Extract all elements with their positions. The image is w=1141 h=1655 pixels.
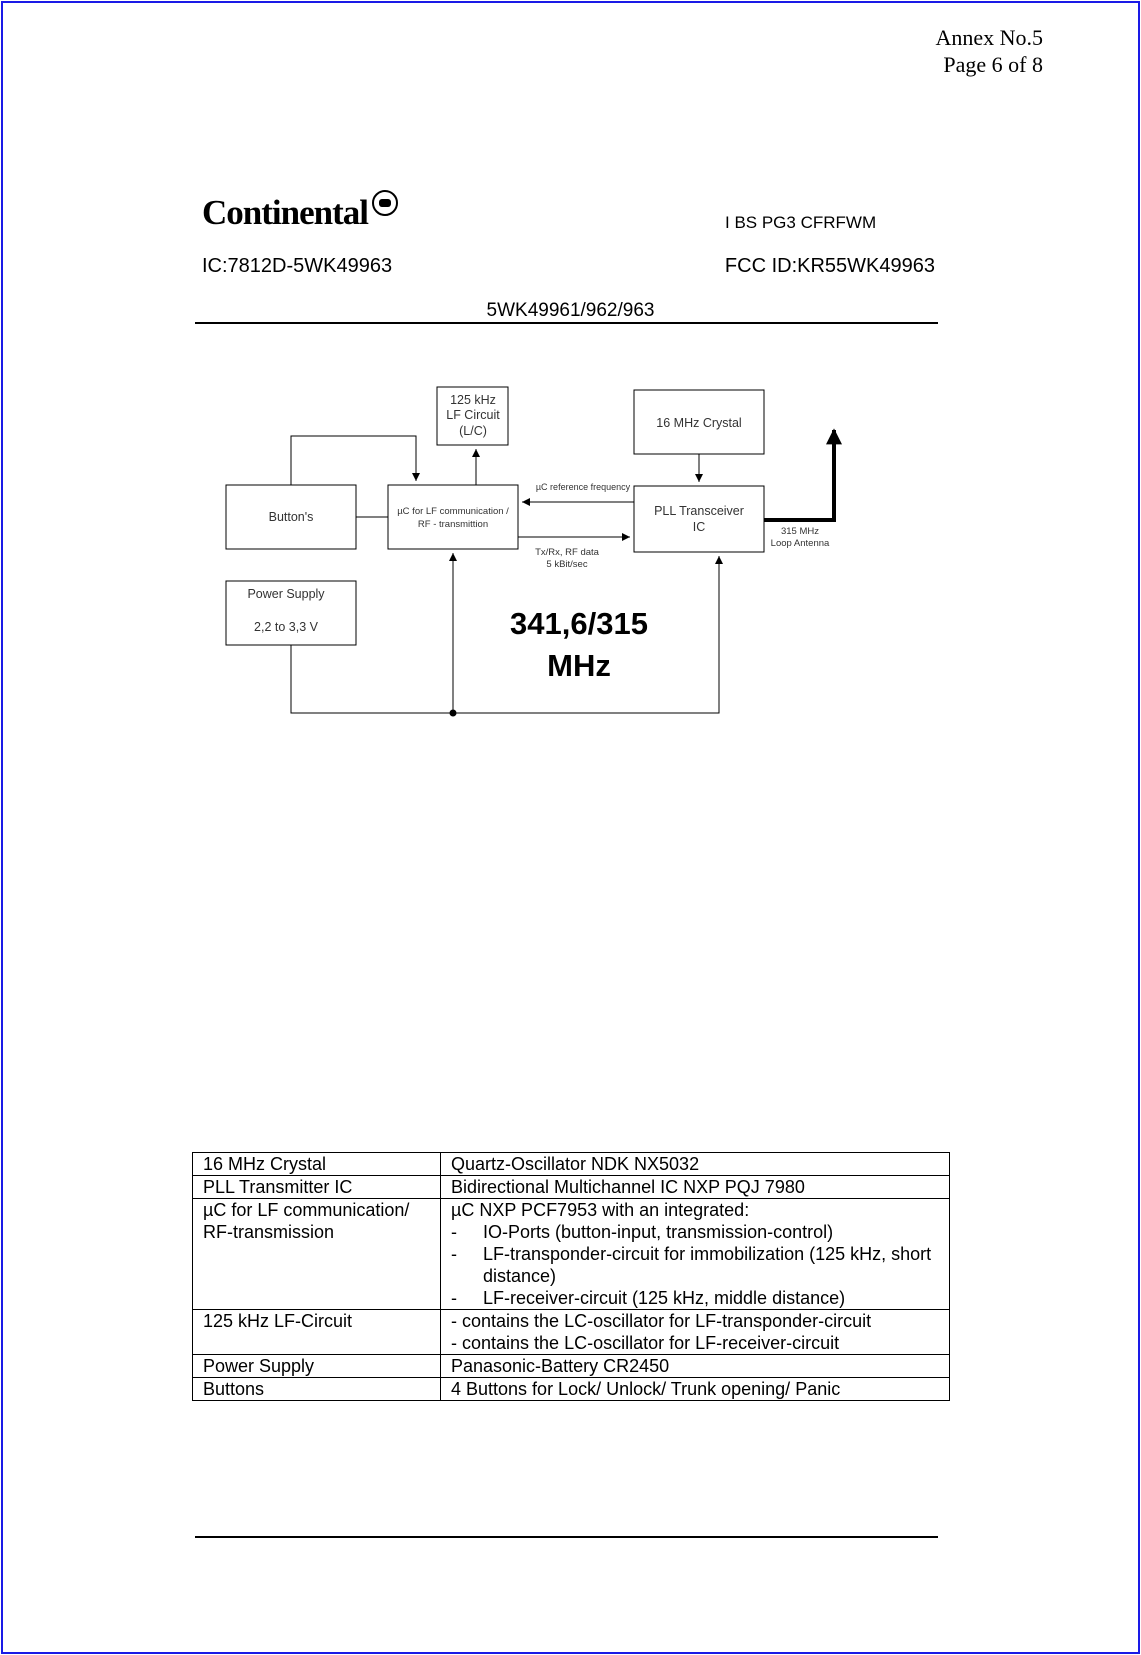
- antenna-label-1: 315 MHz: [781, 526, 819, 537]
- description-cell: µC NXP PCF7953 with an integrated: -IO-P…: [440, 1198, 950, 1310]
- annex-label: Annex No.5 Page 6 of 8: [935, 24, 1043, 78]
- list-item: -LF-transponder-circuit for immobilizati…: [451, 1243, 939, 1287]
- component-cell: 125 kHz LF-Circuit: [192, 1309, 441, 1355]
- table-row: 125 kHz LF-Circuit - contains the LC-osc…: [192, 1309, 950, 1355]
- uc-box: [387, 484, 519, 550]
- list-item: -LF-receiver-circuit (125 kHz, middle di…: [451, 1288, 846, 1308]
- power-to-pll-wire: [290, 556, 723, 714]
- page-number: Page 6 of 8: [943, 52, 1043, 77]
- lf-circuit-box: [436, 386, 509, 446]
- table-row: µC for LF communication/ RF-transmission…: [192, 1198, 950, 1310]
- data-label-2: 5 kBit/sec: [546, 559, 587, 570]
- description-intro: µC NXP PCF7953 with an integrated:: [451, 1200, 750, 1220]
- power-label-2: 2,2 to 3,3 V: [254, 620, 319, 634]
- data-label-1: Tx/Rx, RF data: [535, 547, 600, 558]
- description-cell: Quartz-Oscillator NDK NX5032: [440, 1152, 950, 1176]
- pll-label-2: IC: [693, 520, 706, 534]
- footer-rule: [195, 1536, 938, 1538]
- component-cell: Buttons: [192, 1377, 441, 1401]
- bullet-text: LF-transponder-circuit for immobilizatio…: [483, 1244, 932, 1286]
- part-number: 5WK49961/962/963: [486, 300, 655, 321]
- buttons-to-uc-arrow: [290, 435, 420, 485]
- loop-antenna-icon: [764, 428, 842, 522]
- annex-number: Annex No.5: [935, 25, 1043, 50]
- continental-logo: Continental: [202, 190, 398, 233]
- lf-label-3: (L/C): [459, 424, 487, 438]
- pll-box: [633, 485, 765, 553]
- fcc-id: FCC ID:KR55WK49963: [724, 255, 935, 277]
- uc-label-2: RF - transmittion: [418, 519, 488, 530]
- department-code: I BS PG3 CFRFWM: [725, 213, 877, 232]
- power-label-1: Power Supply: [247, 587, 325, 601]
- header-rule: [195, 322, 938, 324]
- component-table: 16 MHz Crystal Quartz-Oscillator NDK NX5…: [192, 1152, 950, 1401]
- lf-label-2: LF Circuit: [446, 408, 500, 422]
- table-row: Buttons 4 Buttons for Lock/ Unlock/ Trun…: [192, 1377, 950, 1401]
- description-cell: Bidirectional Multichannel IC NXP PQJ 79…: [440, 1175, 950, 1199]
- description-cell: 4 Buttons for Lock/ Unlock/ Trunk openin…: [440, 1377, 950, 1401]
- antenna-label-2: Loop Antenna: [771, 538, 830, 549]
- frequency-label-2: MHz: [547, 648, 611, 683]
- crystal-label: 16 MHz Crystal: [656, 416, 741, 430]
- uc-label-1: µC for LF communication /: [397, 506, 509, 517]
- component-cell: PLL Transmitter IC: [192, 1175, 441, 1199]
- list-item: -IO-Ports (button-input, transmission-co…: [451, 1222, 834, 1242]
- company-wordmark: Continental: [202, 193, 369, 232]
- table-row: PLL Transmitter IC Bidirectional Multich…: [192, 1175, 950, 1199]
- description-line: - contains the LC-oscillator for LF-tran…: [451, 1311, 872, 1331]
- component-cell: µC for LF communication/ RF-transmission: [192, 1198, 441, 1310]
- component-cell: 16 MHz Crystal: [192, 1152, 441, 1176]
- junction-dot: [449, 709, 457, 717]
- component-cell: Power Supply: [192, 1354, 441, 1378]
- description-cell: - contains the LC-oscillator for LF-tran…: [440, 1309, 950, 1355]
- lf-label-1: 125 kHz: [450, 393, 496, 407]
- table-row: 16 MHz Crystal Quartz-Oscillator NDK NX5…: [192, 1152, 950, 1176]
- buttons-label: Button's: [269, 510, 314, 524]
- description-cell: Panasonic-Battery CR2450: [440, 1354, 950, 1378]
- description-line: - contains the LC-oscillator for LF-rece…: [451, 1333, 840, 1353]
- ic-number: IC:7812D-5WK49963: [202, 255, 393, 277]
- bullet-text: IO-Ports (button-input, transmission-con…: [483, 1222, 834, 1242]
- pll-label-1: PLL Transceiver: [654, 504, 744, 518]
- ref-freq-label: µC reference frequency: [536, 482, 631, 492]
- bullet-text: LF-receiver-circuit (125 kHz, middle dis…: [483, 1288, 846, 1308]
- table-row: Power Supply Panasonic-Battery CR2450: [192, 1354, 950, 1378]
- horse-emblem-icon: [371, 190, 398, 216]
- frequency-label-1: 341,6/315: [510, 606, 648, 641]
